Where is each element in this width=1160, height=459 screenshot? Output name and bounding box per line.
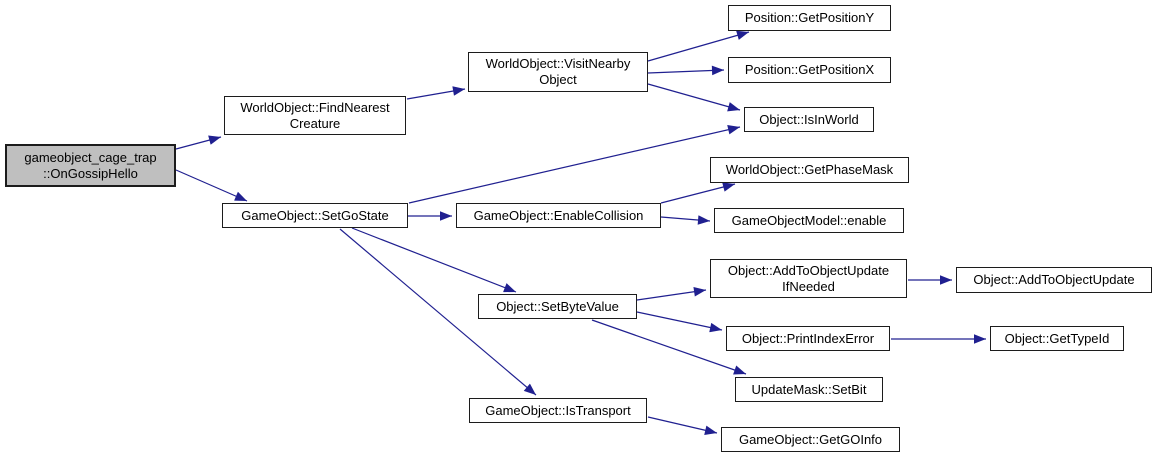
node-add-to-object-update-if-needed[interactable]: Object::AddToObjectUpdate IfNeeded	[710, 259, 907, 298]
edge-enablecollision-gameobjectmodelenable	[660, 215, 711, 225]
edge-ongossiphello-findnearestcreature	[175, 135, 222, 150]
edge-setgostate-setbytevalue	[351, 227, 517, 293]
edge-visitnearbyobject-getpositionx	[647, 65, 725, 76]
node-print-index-error[interactable]: Object::PrintIndexError	[726, 326, 890, 351]
node-set-byte-value[interactable]: Object::SetByteValue	[478, 294, 637, 319]
edge-setbytevalue-printindexerror	[636, 311, 723, 333]
node-find-nearest-creature[interactable]: WorldObject::FindNearest Creature	[224, 96, 406, 135]
edge-setgostate-istransport	[339, 228, 537, 396]
edge-istransport-getgoinfo	[647, 416, 718, 435]
edge-setbytevalue-addtoobjectupdateifneeded	[636, 286, 707, 301]
edge-setbytevalue-setbit	[591, 319, 747, 375]
edge-ongossiphello-setgostate	[175, 169, 248, 202]
node-set-bit[interactable]: UpdateMask::SetBit	[735, 377, 883, 402]
node-is-transport[interactable]: GameObject::IsTransport	[469, 398, 647, 423]
edge-enablecollision-getphasemask	[660, 182, 736, 204]
edge-visitnearbyobject-isinworld	[647, 83, 741, 112]
edge-findnearestcreature-visitnearbyobject	[406, 86, 466, 100]
node-enable-collision[interactable]: GameObject::EnableCollision	[456, 203, 661, 228]
node-is-in-world[interactable]: Object::IsInWorld	[744, 107, 874, 132]
node-get-position-x[interactable]: Position::GetPositionX	[728, 57, 891, 83]
edge-setgostate-isinworld	[408, 125, 741, 204]
node-set-go-state[interactable]: GameObject::SetGoState	[222, 203, 408, 228]
edge-visitnearbyobject-getpositiony	[647, 30, 750, 62]
node-get-position-y[interactable]: Position::GetPositionY	[728, 5, 891, 31]
node-on-gossip-hello: gameobject_cage_trap ::OnGossipHello	[5, 144, 176, 187]
node-add-to-object-update[interactable]: Object::AddToObjectUpdate	[956, 267, 1152, 293]
node-get-type-id[interactable]: Object::GetTypeId	[990, 326, 1124, 351]
node-get-phase-mask[interactable]: WorldObject::GetPhaseMask	[710, 157, 909, 183]
node-get-go-info[interactable]: GameObject::GetGOInfo	[721, 427, 900, 452]
node-gameobjectmodel-enable[interactable]: GameObjectModel::enable	[714, 208, 904, 233]
node-visit-nearby-object[interactable]: WorldObject::VisitNearby Object	[468, 52, 648, 92]
